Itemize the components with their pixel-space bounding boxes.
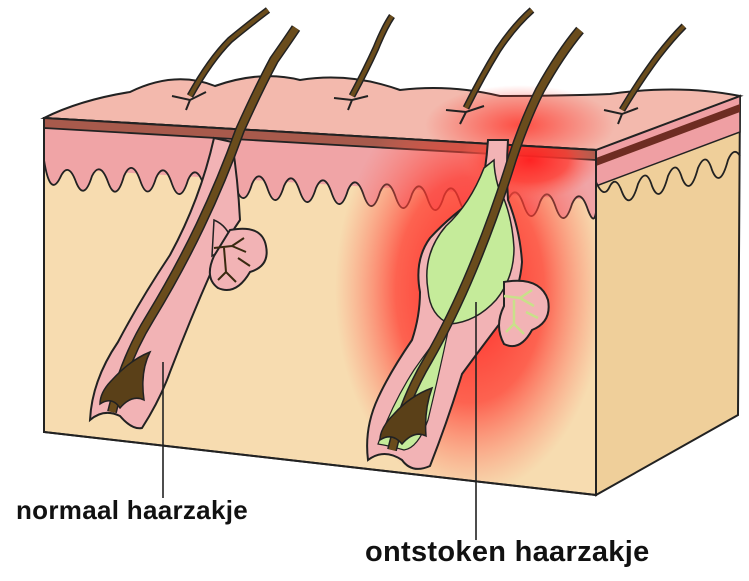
block-side-face: [596, 96, 740, 495]
normal-follicle-label: normaal haarzakje: [16, 495, 248, 526]
inflamed-follicle-label: ontstoken haarzakje: [365, 536, 650, 569]
